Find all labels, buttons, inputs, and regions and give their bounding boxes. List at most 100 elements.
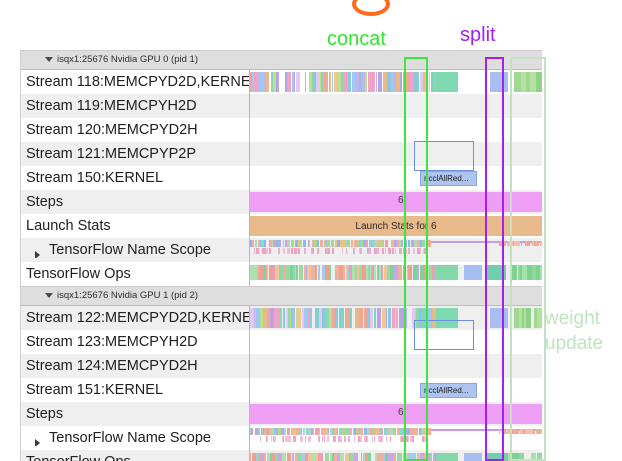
stream-activity-bar[interactable] bbox=[250, 72, 542, 92]
track-lane[interactable] bbox=[249, 238, 542, 262]
trace-event bbox=[369, 248, 371, 254]
track-label[interactable]: Stream 151:KERNEL bbox=[21, 382, 249, 398]
trace-event bbox=[341, 72, 344, 92]
track-label[interactable]: Stream 120:MEMCPYD2H bbox=[21, 122, 249, 138]
track-lane[interactable] bbox=[249, 142, 542, 166]
track-lane[interactable] bbox=[249, 118, 542, 142]
track-lane[interactable] bbox=[249, 330, 542, 354]
track-lane[interactable] bbox=[249, 94, 542, 118]
track-row[interactable]: Stream 119:MEMCPYH2D bbox=[21, 94, 542, 118]
trace-event bbox=[383, 453, 385, 461]
track-lane[interactable] bbox=[249, 70, 542, 94]
nccl-allreduce-bar[interactable]: ncclAllRed... bbox=[420, 171, 477, 186]
group-header[interactable]: isqx1:25676 Nvidia GPU 1 (pid 2) bbox=[21, 286, 542, 306]
chevron-down-icon[interactable] bbox=[45, 293, 53, 298]
track-label[interactable]: Stream 122:MEMCPYD2D,KERNEL,MI bbox=[21, 310, 249, 326]
tensorflow-ops-bar[interactable] bbox=[250, 265, 542, 280]
trace-event bbox=[415, 265, 417, 280]
trace-event bbox=[256, 248, 257, 254]
chevron-right-icon[interactable] bbox=[35, 439, 40, 446]
trace-event bbox=[290, 265, 293, 280]
track-lane[interactable] bbox=[249, 426, 542, 450]
track-row[interactable]: Stream 121:MEMCPYP2P bbox=[21, 142, 542, 166]
trace-event bbox=[285, 72, 287, 92]
track-label[interactable]: Stream 118:MEMCPYD2D,KERNEL,ME bbox=[21, 74, 249, 90]
track-label[interactable]: Steps bbox=[21, 406, 249, 422]
track-row[interactable]: Stream 120:MEMCPYD2H bbox=[21, 118, 542, 142]
track-lane[interactable]: 6 bbox=[249, 402, 542, 426]
launch-stats-bar[interactable]: Launch Stats for 6 bbox=[250, 216, 542, 236]
track-row[interactable]: Stream 151:KERNEL ncclAllRed... bbox=[21, 378, 542, 402]
tensorflow-ops-bar[interactable] bbox=[250, 453, 542, 461]
trace-event bbox=[356, 72, 357, 92]
group-header[interactable]: isqx1:25676 Nvidia GPU 0 (pid 1) bbox=[21, 50, 542, 70]
steps-bar[interactable]: 6 bbox=[250, 404, 542, 424]
track-lane[interactable]: 6 bbox=[249, 190, 542, 214]
track-row[interactable]: TensorFlow Name Scope bbox=[21, 238, 542, 262]
trace-event bbox=[539, 429, 540, 434]
trace-event bbox=[315, 428, 318, 435]
trace-event bbox=[267, 308, 270, 328]
track-label[interactable]: Stream 119:MEMCPYH2D bbox=[21, 98, 249, 114]
trace-event bbox=[262, 248, 263, 254]
track-label[interactable]: Stream 150:KERNEL bbox=[21, 170, 249, 186]
track-label[interactable]: Launch Stats bbox=[21, 218, 249, 234]
trace-event bbox=[310, 308, 311, 328]
trace-event bbox=[405, 240, 407, 247]
chevron-down-icon[interactable] bbox=[45, 57, 53, 62]
track-lane[interactable] bbox=[249, 450, 542, 461]
trace-event bbox=[374, 265, 376, 280]
track-label[interactable]: Stream 123:MEMCPYH2D bbox=[21, 334, 249, 350]
trace-event bbox=[486, 265, 506, 280]
track-row[interactable]: Stream 123:MEMCPYH2D bbox=[21, 330, 542, 354]
track-row[interactable]: Stream 150:KERNEL ncclAllRed... bbox=[21, 166, 542, 190]
chevron-right-icon[interactable] bbox=[35, 251, 40, 258]
stream-activity-bar[interactable] bbox=[250, 308, 542, 328]
trace-event bbox=[522, 453, 524, 461]
track-lane[interactable]: ncclAllRed... bbox=[249, 166, 542, 190]
track-label[interactable]: Steps bbox=[21, 194, 249, 210]
steps-bar[interactable]: 6 bbox=[250, 192, 542, 212]
trace-event bbox=[367, 436, 368, 442]
trace-event bbox=[392, 248, 394, 254]
track-lane[interactable] bbox=[249, 306, 542, 330]
trace-event bbox=[264, 428, 267, 435]
trace-event bbox=[345, 240, 346, 247]
trace-event bbox=[291, 428, 292, 435]
trace-event bbox=[266, 265, 268, 280]
trace-event bbox=[334, 428, 336, 435]
track-label[interactable]: TensorFlow Ops bbox=[21, 266, 249, 282]
trace-event bbox=[534, 72, 536, 92]
track-row[interactable]: TensorFlow Name Scope bbox=[21, 426, 542, 450]
track-lane[interactable] bbox=[249, 262, 542, 286]
track-row[interactable]: Stream 118:MEMCPYD2D,KERNEL,ME bbox=[21, 70, 542, 94]
track-row[interactable]: TensorFlow Ops bbox=[21, 262, 542, 286]
track-lane[interactable]: ncclAllRed... bbox=[249, 378, 542, 402]
name-scope-bar[interactable] bbox=[250, 428, 542, 448]
name-scope-bar[interactable] bbox=[250, 240, 542, 260]
trace-event bbox=[295, 453, 296, 461]
nccl-allreduce-bar[interactable]: ncclAllRed... bbox=[420, 383, 477, 398]
trace-event bbox=[394, 240, 397, 247]
trace-event bbox=[377, 248, 379, 254]
track-label[interactable]: TensorFlow Name Scope bbox=[21, 430, 249, 446]
trace-event bbox=[354, 428, 356, 435]
track-row[interactable]: Stream 124:MEMCPYD2H bbox=[21, 354, 542, 378]
trace-event bbox=[417, 248, 418, 254]
trace-event bbox=[302, 308, 304, 328]
track-label[interactable]: Stream 124:MEMCPYD2H bbox=[21, 358, 249, 374]
trace-event bbox=[379, 265, 381, 280]
track-row[interactable]: TensorFlow Ops bbox=[21, 450, 542, 461]
track-lane[interactable]: Launch Stats for 6 bbox=[249, 214, 542, 238]
trace-event bbox=[388, 248, 389, 254]
track-lane[interactable] bbox=[249, 354, 542, 378]
track-label[interactable]: TensorFlow Name Scope bbox=[21, 242, 249, 258]
trace-event bbox=[464, 453, 482, 461]
track-label[interactable]: Stream 121:MEMCPYP2P bbox=[21, 146, 249, 162]
track-row[interactable]: Stream 122:MEMCPYD2D,KERNEL,MI bbox=[21, 306, 542, 330]
trace-panel[interactable]: isqx1:25676 Nvidia GPU 0 (pid 1) Stream 1… bbox=[20, 50, 542, 461]
track-label[interactable]: TensorFlow Ops bbox=[21, 454, 249, 461]
